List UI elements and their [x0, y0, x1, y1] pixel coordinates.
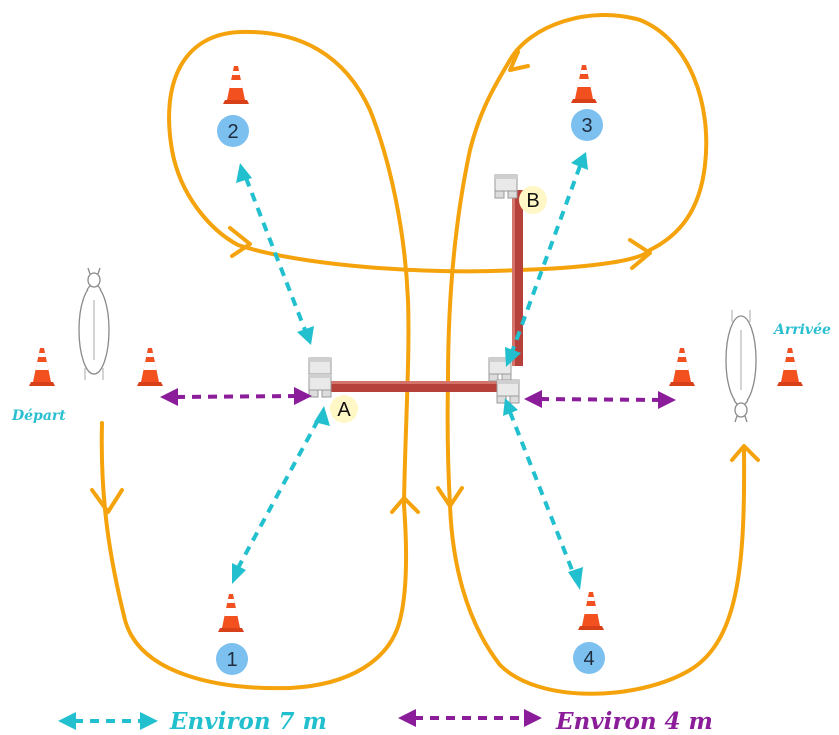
point-a-label: A	[337, 399, 351, 421]
cyan-arrow-cone-3-to-corner	[510, 165, 582, 353]
arrow-down-left-of-cone-4	[436, 486, 464, 508]
path-loop-cone-4-finish	[448, 448, 747, 696]
legend: Environ 7 m Environ 4 m	[58, 708, 713, 735]
cone-start-right	[137, 348, 163, 386]
path-start-loop-cone-1	[99, 421, 409, 691]
legend-cyan-text: Environ 7 m	[169, 708, 327, 735]
badge-cone-3: 3	[571, 109, 603, 141]
point-b: B	[519, 186, 547, 214]
point-b-label: B	[526, 190, 539, 212]
purple-arrow-start-to-a	[175, 394, 297, 399]
badge-cone-1: 1	[216, 643, 248, 675]
legend-purple-text: Environ 4 m	[555, 708, 713, 735]
point-a: A	[330, 395, 358, 423]
horse-start-icon	[78, 267, 110, 381]
cone-start-left	[29, 348, 55, 386]
cone-finish-left	[669, 348, 695, 386]
cyan-distance-arrows	[236, 165, 582, 576]
arrow-loop-cone-3-right	[628, 238, 652, 270]
purple-distance-arrows	[175, 394, 661, 402]
cone-2	[223, 66, 249, 104]
purple-arrow-corner-to-finish	[539, 397, 661, 402]
pole-horizontal	[328, 381, 508, 392]
badge-cone-4: 4	[573, 642, 605, 674]
badge-cone-2: 2	[217, 115, 249, 147]
arrow-start-down	[90, 488, 124, 514]
legend-purple-arrow	[398, 709, 542, 727]
cone-4	[578, 592, 604, 630]
pole-vertical	[512, 190, 523, 366]
cone-3	[571, 65, 597, 103]
block-a-lower	[308, 373, 332, 398]
cyan-arrow-a-to-cone-1	[236, 419, 320, 569]
riding-path	[90, 12, 760, 696]
badge-cone-3-number: 3	[581, 115, 592, 137]
start-label: Départ	[11, 408, 66, 424]
cyan-arrow-corner-to-cone-4	[508, 411, 576, 576]
arrow-finish-up	[730, 444, 760, 462]
horse-finish-icon	[725, 309, 757, 423]
cyan-arrowheads	[232, 152, 588, 590]
finish-label: Arrivée	[772, 322, 831, 338]
cone-finish-right	[777, 348, 803, 386]
badge-cone-1-number: 1	[226, 649, 237, 671]
purple-arrowheads	[160, 387, 676, 409]
block-b	[494, 174, 518, 199]
badge-cone-2-number: 2	[227, 121, 238, 143]
arrow-loop-cone-3-top	[508, 50, 530, 72]
badge-cone-4-number: 4	[583, 648, 594, 670]
arrow-loop-cone-2	[228, 226, 252, 258]
block-corner-right	[496, 379, 520, 404]
cone-1	[218, 594, 244, 632]
cyan-arrow-cone-2-to-a	[244, 177, 307, 331]
legend-cyan-arrow	[58, 712, 158, 730]
path-loop-cone-3	[445, 12, 709, 507]
arrow-up-right-of-cone-1	[390, 496, 420, 514]
